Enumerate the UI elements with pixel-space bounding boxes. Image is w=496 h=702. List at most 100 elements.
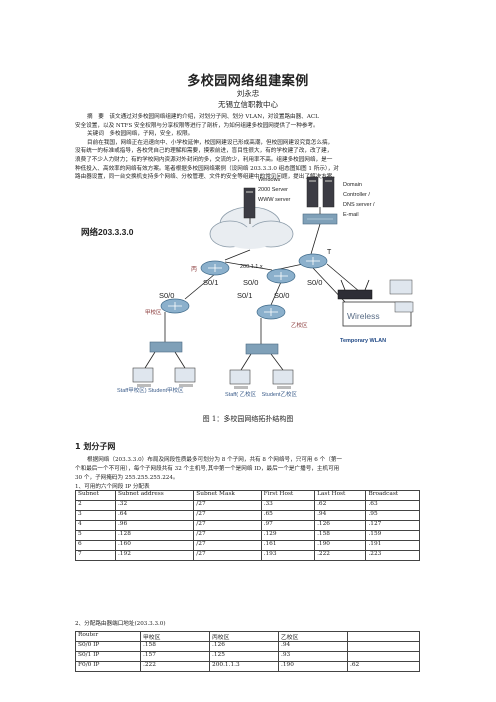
table-cell: .159 [365, 530, 420, 541]
table-header-cell: 乙校区 [278, 631, 348, 642]
port-label: S0/0 [243, 278, 258, 287]
intro-line: 浪费了不少人力财力；有的学校网内资源对外封闭的多，交流的少，利用率不高。组建多校… [75, 156, 333, 163]
server-line: 2000 Server [258, 187, 288, 193]
keywords: 关键词 多校园网络，子网，安全，权限。 [87, 131, 194, 138]
table-cell: /27 [193, 520, 262, 531]
table-cell: .190 [314, 540, 367, 551]
section-heading: 1 划分子网 [75, 442, 116, 451]
domain-server-icon [306, 176, 335, 208]
temp-wlan-label: Temporary WLAN [340, 338, 386, 344]
table-header-row: Subnet Subnet address Subnet Mask First … [75, 490, 420, 501]
switch-yi-icon [245, 343, 279, 355]
port-label: S0/1 [203, 278, 218, 287]
router-t-label: T [327, 249, 332, 256]
table-cell: .158 [140, 641, 210, 652]
domain-line: Controller / [343, 192, 370, 198]
router-t-icon [298, 253, 328, 269]
pc-icon [174, 367, 196, 387]
table-row: 4.96/27.97.126.127 [75, 520, 420, 531]
switch-jia-icon [149, 341, 183, 353]
table-cell: .158 [314, 530, 367, 541]
pc-icon [132, 367, 154, 387]
table-header-cell: Subnet address [114, 490, 195, 501]
core-switch-icon [302, 213, 338, 225]
table-header-row: Router 甲校区 丙校区 乙校区 [75, 631, 420, 642]
table-header-cell: 甲校区 [140, 631, 210, 642]
table-cell: 2 [75, 500, 116, 511]
table-cell: .65 [260, 510, 316, 521]
table-header-cell: Broadcast [365, 490, 420, 501]
table-cell: .62 [347, 661, 420, 672]
intro-line: 目前在我国，网络正在迅速向中、小学校延伸，校园网建设已形成高潮，但校园网建设究竟… [87, 139, 334, 146]
author: 刘永忠 [236, 89, 260, 98]
table-cell: 4 [75, 520, 116, 531]
campus-yi-label: 乙校区 [291, 321, 308, 329]
table-cell [347, 651, 420, 662]
table-cell: .33 [260, 500, 316, 511]
ip-label: 200.1.1.x [240, 264, 263, 270]
table-cell: .32 [114, 500, 195, 511]
table-cell: .63 [365, 500, 420, 511]
port-label: S0/1 [237, 291, 252, 300]
section-line: 个和最后一个不可用），每个子网段共有 32 个主机号,其中第一个是网络 ID，最… [75, 466, 340, 472]
table-cell: .125 [209, 651, 279, 662]
pc-icon [272, 369, 294, 389]
table-cell: .126 [209, 641, 279, 652]
network-links [144, 207, 361, 371]
table-cell: .64 [114, 510, 195, 521]
router-jia-icon [160, 298, 190, 314]
table-row: 6.160/27.161.190.191 [75, 540, 420, 551]
table1-caption: 1、可用的六个网段 IP 分配表 [75, 484, 150, 490]
section-line: 30 个，子网掩码为 255.255.255.224。 [75, 475, 179, 481]
router-yi-icon [256, 304, 286, 320]
table-cell: /27 [193, 500, 262, 511]
table-row: 5.128/27.129.158.159 [75, 530, 420, 541]
network-topology-diagram: 网络203.3.3.0 Windows 2000 Server WWW serv… [81, 176, 414, 398]
paper-title: 多校园网络组建案例 [187, 74, 309, 89]
server-line: Windows [258, 177, 281, 183]
table-cell: /27 [193, 550, 262, 561]
campus-jia-label: 甲校区 [145, 308, 162, 316]
figure-caption: 图 1：多校园网络拓扑结构图 [202, 415, 294, 423]
jia-users-label: Staff甲校区) Student甲校区 [117, 386, 184, 394]
intro-line: 没有统一的标准或指导，各校凭自己的理解和需要，摸索前进，盲目性很大，有的学校建了… [75, 148, 333, 155]
table-cell: .160 [114, 540, 195, 551]
table-cell: /27 [193, 540, 262, 551]
abstract-line: 安全设置，以及 NTFS 安全权限与分享权限等进行了剖析，为如何组建多校园网提供… [75, 122, 319, 129]
table2-caption: 2、分配路由器端口地址(203.3.3.0) [75, 621, 166, 627]
table-cell: S0/1 IP [75, 651, 141, 662]
table-cell: .94 [278, 641, 348, 652]
table-cell: .190 [278, 661, 348, 672]
table-header-cell: Router [75, 631, 141, 642]
table-cell: F0/0 IP [75, 661, 141, 672]
table-cell [347, 641, 420, 652]
table-cell: 5 [75, 530, 116, 541]
table-cell: .193 [260, 550, 316, 561]
domain-line: E-mail [343, 212, 359, 218]
table-cell: .191 [365, 540, 420, 551]
table-cell: .222 [314, 550, 367, 561]
table-cell: 6 [75, 540, 116, 551]
table-cell: .62 [314, 500, 367, 511]
table-cell: .94 [314, 510, 367, 521]
yi-users-label: Staff( 乙校区 Student乙校区 [225, 390, 298, 398]
table-cell: /27 [193, 510, 262, 521]
table-header-cell: Last Host [314, 490, 367, 501]
server-line: WWW server [258, 197, 291, 203]
table-cell: .161 [260, 540, 316, 551]
table-cell: .222 [140, 661, 210, 672]
subnet-table: Subnet Subnet address Subnet Mask First … [75, 490, 420, 561]
port-label: S0/0 [159, 291, 174, 300]
table-cell: S0/0 IP [75, 641, 141, 652]
table-cell: .157 [140, 651, 210, 662]
table-header-cell [347, 631, 420, 642]
table-header-cell: Subnet [75, 490, 116, 501]
table-cell: 7 [75, 550, 116, 561]
abstract: 摘 要 该文通过对多校园网络组建的介绍，对划分子网、划分 VLAN，对设置路由器… [75, 113, 415, 182]
table-cell: .96 [114, 520, 195, 531]
table-row: 3.64/27.65.94.95 [75, 510, 420, 521]
table-cell: .129 [260, 530, 316, 541]
table-cell: .223 [365, 550, 420, 561]
